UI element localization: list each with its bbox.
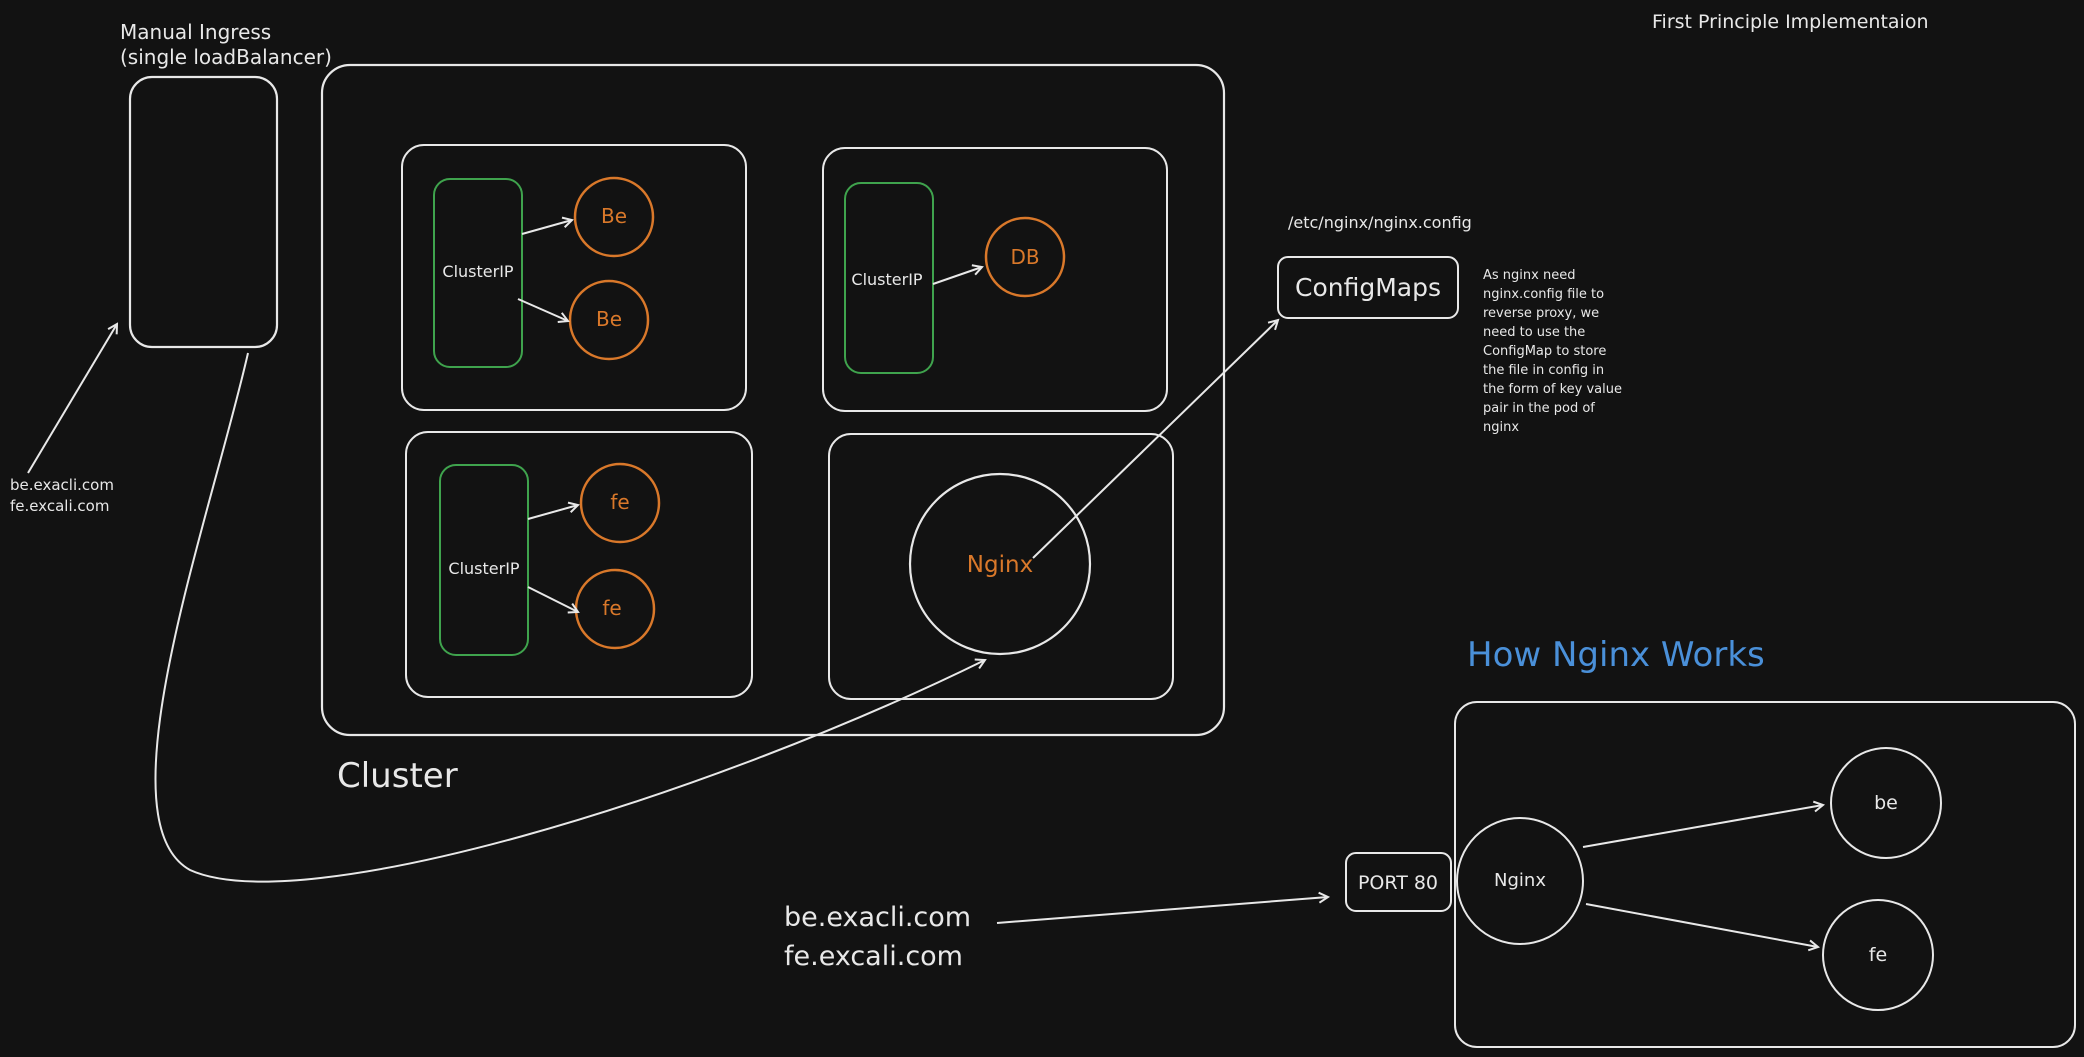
be-clusterip-label: ClusterIP	[442, 262, 514, 281]
configmap-note-line: the file in config in	[1483, 363, 1604, 378]
ingress-domain-be: be.exacli.com	[10, 476, 114, 494]
be-arrow-1	[521, 220, 572, 235]
ingress-domain-fe: fe.excali.com	[10, 497, 109, 515]
configmap-box[interactable]	[1277, 256, 1459, 319]
port-80-label: PORT 80	[1358, 872, 1438, 894]
db-group-box[interactable]	[822, 147, 1168, 412]
how-nginx-be-label: be	[1874, 792, 1898, 814]
how-nginx-box[interactable]	[1454, 701, 2076, 1048]
cluster-label: Cluster	[337, 756, 458, 796]
nginx-to-configmap-arrow	[1032, 320, 1278, 559]
configmap-path: /etc/nginx/nginx.config	[1288, 213, 1472, 232]
configmap-note-line: pair in the pod of	[1483, 401, 1595, 416]
be-clusterip-box[interactable]	[433, 178, 523, 368]
nginx-pod[interactable]	[908, 472, 1092, 656]
fe-pod-1[interactable]	[579, 462, 661, 544]
how-nginx-domain-be: be.exacli.com	[784, 902, 971, 933]
ingress-label-line2: (single loadBalancer)	[120, 45, 332, 69]
configmap-note-line: reverse proxy, we	[1483, 306, 1599, 321]
nginx-to-be-arrow	[1582, 805, 1823, 848]
configmap-note: As nginx need nginx.config file to rever…	[1483, 268, 1622, 435]
configmap-label: ConfigMaps	[1295, 273, 1441, 302]
how-nginx-be[interactable]	[1830, 747, 1942, 859]
ingress-to-nginx-arrow	[154, 352, 985, 883]
configmap-note-line: ConfigMap to store	[1483, 344, 1606, 359]
cluster-box[interactable]	[320, 63, 1226, 737]
configmap-note-line: As nginx need	[1483, 268, 1575, 283]
db-pod-label: DB	[1010, 245, 1039, 269]
configmap-note-line: the form of key value	[1483, 382, 1622, 397]
db-clusterip-box[interactable]	[844, 182, 934, 374]
fe-clusterip-label: ClusterIP	[448, 559, 520, 578]
be-pod-2[interactable]	[568, 279, 650, 361]
db-pod[interactable]	[984, 216, 1066, 298]
db-arrow	[932, 267, 982, 285]
nginx-to-fe-arrow	[1585, 903, 1818, 947]
configmap-note-line: nginx.config file to	[1483, 287, 1604, 302]
be-pod-1-label: Be	[601, 204, 627, 228]
how-nginx-domain-fe: fe.excali.com	[784, 941, 963, 972]
ingress-label-line1: Manual Ingress	[120, 20, 271, 44]
configmap-note-line: nginx	[1483, 420, 1519, 435]
nginx-pod-label: Nginx	[967, 552, 1033, 578]
fe-group-box[interactable]	[405, 431, 753, 698]
domain-to-ingress-arrow	[27, 324, 117, 474]
configmap-note-line: need to use the	[1483, 325, 1585, 340]
be-arrow-2	[517, 298, 568, 321]
how-nginx-server[interactable]	[1456, 817, 1584, 945]
port-80-box[interactable]	[1345, 852, 1452, 912]
domain-to-port-arrow	[996, 897, 1328, 924]
how-nginx-fe-label: fe	[1869, 944, 1887, 966]
be-pod-2-label: Be	[596, 307, 622, 331]
how-nginx-title: How Nginx Works	[1467, 635, 1765, 675]
fe-pod-2-label: fe	[602, 596, 621, 620]
ingress-load-balancer-box[interactable]	[128, 75, 279, 349]
fe-arrow-2	[527, 586, 578, 612]
fe-arrow-1	[527, 505, 578, 520]
be-pod-1[interactable]	[573, 176, 655, 258]
page-title: First Principle Implementaion	[1652, 11, 1929, 33]
how-nginx-server-label: Nginx	[1494, 870, 1546, 891]
be-group-box[interactable]	[401, 144, 747, 411]
db-clusterip-label: ClusterIP	[851, 270, 923, 289]
fe-clusterip-box[interactable]	[439, 464, 529, 656]
nginx-group-box[interactable]	[828, 433, 1174, 700]
how-nginx-fe[interactable]	[1822, 899, 1934, 1011]
fe-pod-1-label: fe	[610, 490, 629, 514]
